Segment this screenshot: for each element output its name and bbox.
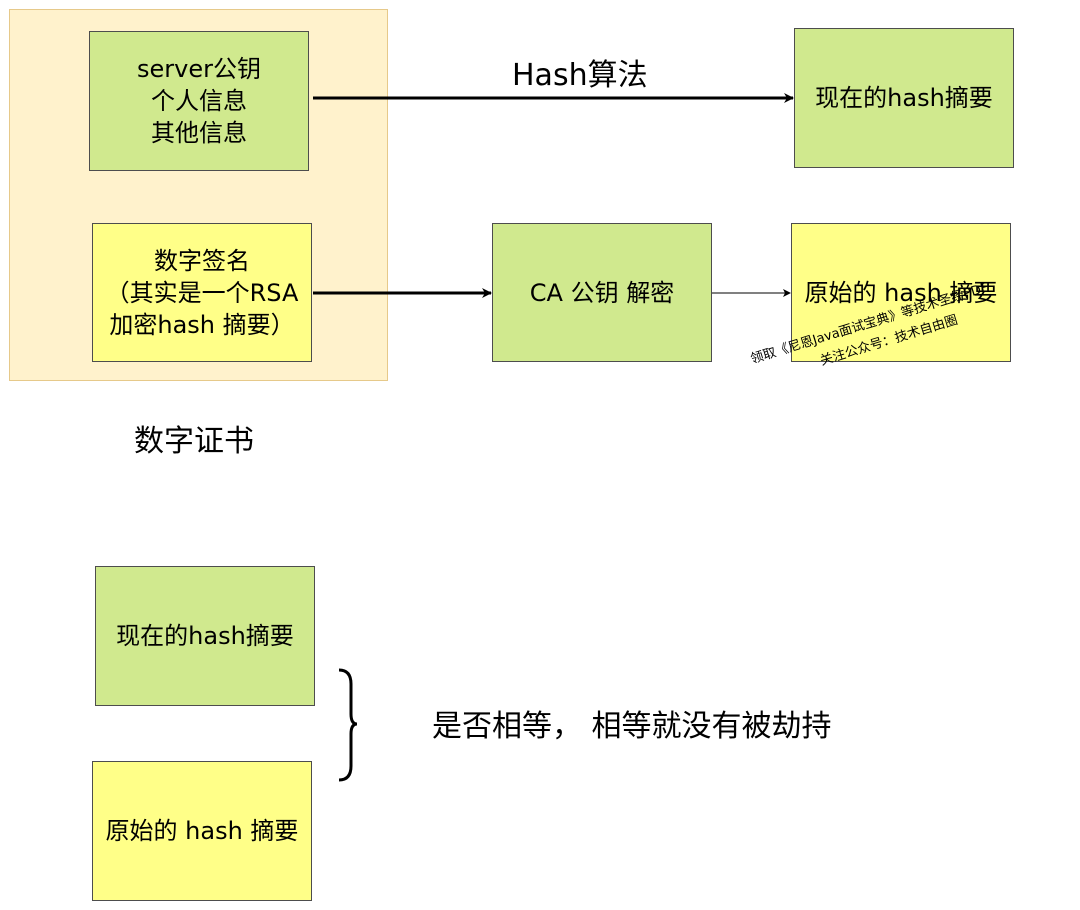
compare-current-hash-box[interactable]: 现在的hash摘要 (95, 566, 315, 706)
current-hash-label: 现在的hash摘要 (815, 84, 993, 112)
digital-signature-box[interactable]: 数字签名 （其实是一个RSA 加密hash 摘要） (92, 223, 312, 362)
signature-line-hash: 加密hash 摘要） (109, 310, 295, 339)
info-line-personal: 个人信息 (150, 87, 247, 115)
certificate-info-lines: server公钥 个人信息 其他信息 (137, 53, 261, 149)
comparison-result-text: 是否相等， 相等就没有被劫持 (432, 709, 832, 744)
compare-original-hash-label: 原始的 hash 摘要 (105, 817, 299, 845)
digital-signature-lines: 数字签名 （其实是一个RSA 加密hash 摘要） (106, 245, 299, 341)
current-hash-box[interactable]: 现在的hash摘要 (794, 28, 1014, 168)
hash-algorithm-label: Hash算法 (512, 58, 648, 93)
compare-current-hash-label: 现在的hash摘要 (116, 622, 294, 650)
original-hash-label: 原始的 hash 摘要 (804, 278, 998, 307)
info-line-public-key: server公钥 (137, 55, 261, 83)
ca-decrypt-label: CA 公钥 解密 (529, 278, 675, 307)
signature-line-rsa: （其实是一个RSA (105, 278, 299, 307)
comparison-brace-icon (338, 668, 358, 782)
compare-original-hash-box[interactable]: 原始的 hash 摘要 (92, 761, 312, 901)
certificate-info-box[interactable]: server公钥 个人信息 其他信息 (89, 31, 309, 171)
certificate-caption: 数字证书 (134, 424, 254, 459)
original-hash-box[interactable]: 原始的 hash 摘要 (791, 223, 1011, 362)
signature-line-title: 数字签名 (154, 246, 250, 275)
ca-decrypt-box[interactable]: CA 公钥 解密 (492, 223, 712, 362)
info-line-other: 其他信息 (150, 119, 247, 147)
